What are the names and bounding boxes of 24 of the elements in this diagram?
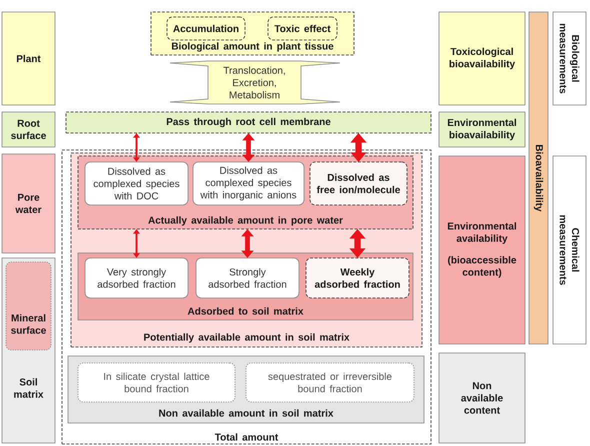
vertical-bar: Bioavailability	[528, 12, 548, 344]
rounded-box: Toxic effect	[268, 16, 338, 40]
rounded-box: Strongly adsorbed fraction	[196, 258, 300, 298]
category-box: Plant	[2, 12, 56, 106]
category-box: Biological measurements	[552, 12, 586, 106]
rounded-box: Weekly adsorbed fraction	[306, 258, 410, 298]
rounded-box: Dissolved as complexed species with DOC	[84, 162, 188, 206]
rounded-box: Very strongly adsorbed fraction	[84, 258, 188, 298]
category-box: Root surface	[2, 112, 56, 148]
dashed-band: Pass through root cell membrane	[66, 112, 432, 134]
category-box: Environmental availability (bioaccessible content)	[438, 156, 526, 344]
rounded-box: In silicate crystal lattice bound fraction	[78, 362, 236, 402]
rounded-box: Mineral surface	[6, 262, 52, 350]
rounded-box: sequestrated or irreversible bound fraction	[246, 362, 414, 402]
category-box: Non available content	[438, 352, 526, 444]
rounded-box: Dissolved as free ion/molecule	[310, 162, 408, 206]
category-box: Environmental bioavailability	[438, 112, 526, 148]
category-box: Pore water	[2, 154, 56, 254]
rounded-box: Dissolved as complexed species with inorganic anions	[192, 162, 304, 206]
category-box: Chemical measurements	[552, 156, 586, 344]
double-arrow	[133, 133, 140, 162]
rounded-box: Accumulation	[166, 16, 246, 40]
category-box: Toxicological bioavailability	[438, 12, 526, 106]
double-arrow	[133, 229, 140, 258]
